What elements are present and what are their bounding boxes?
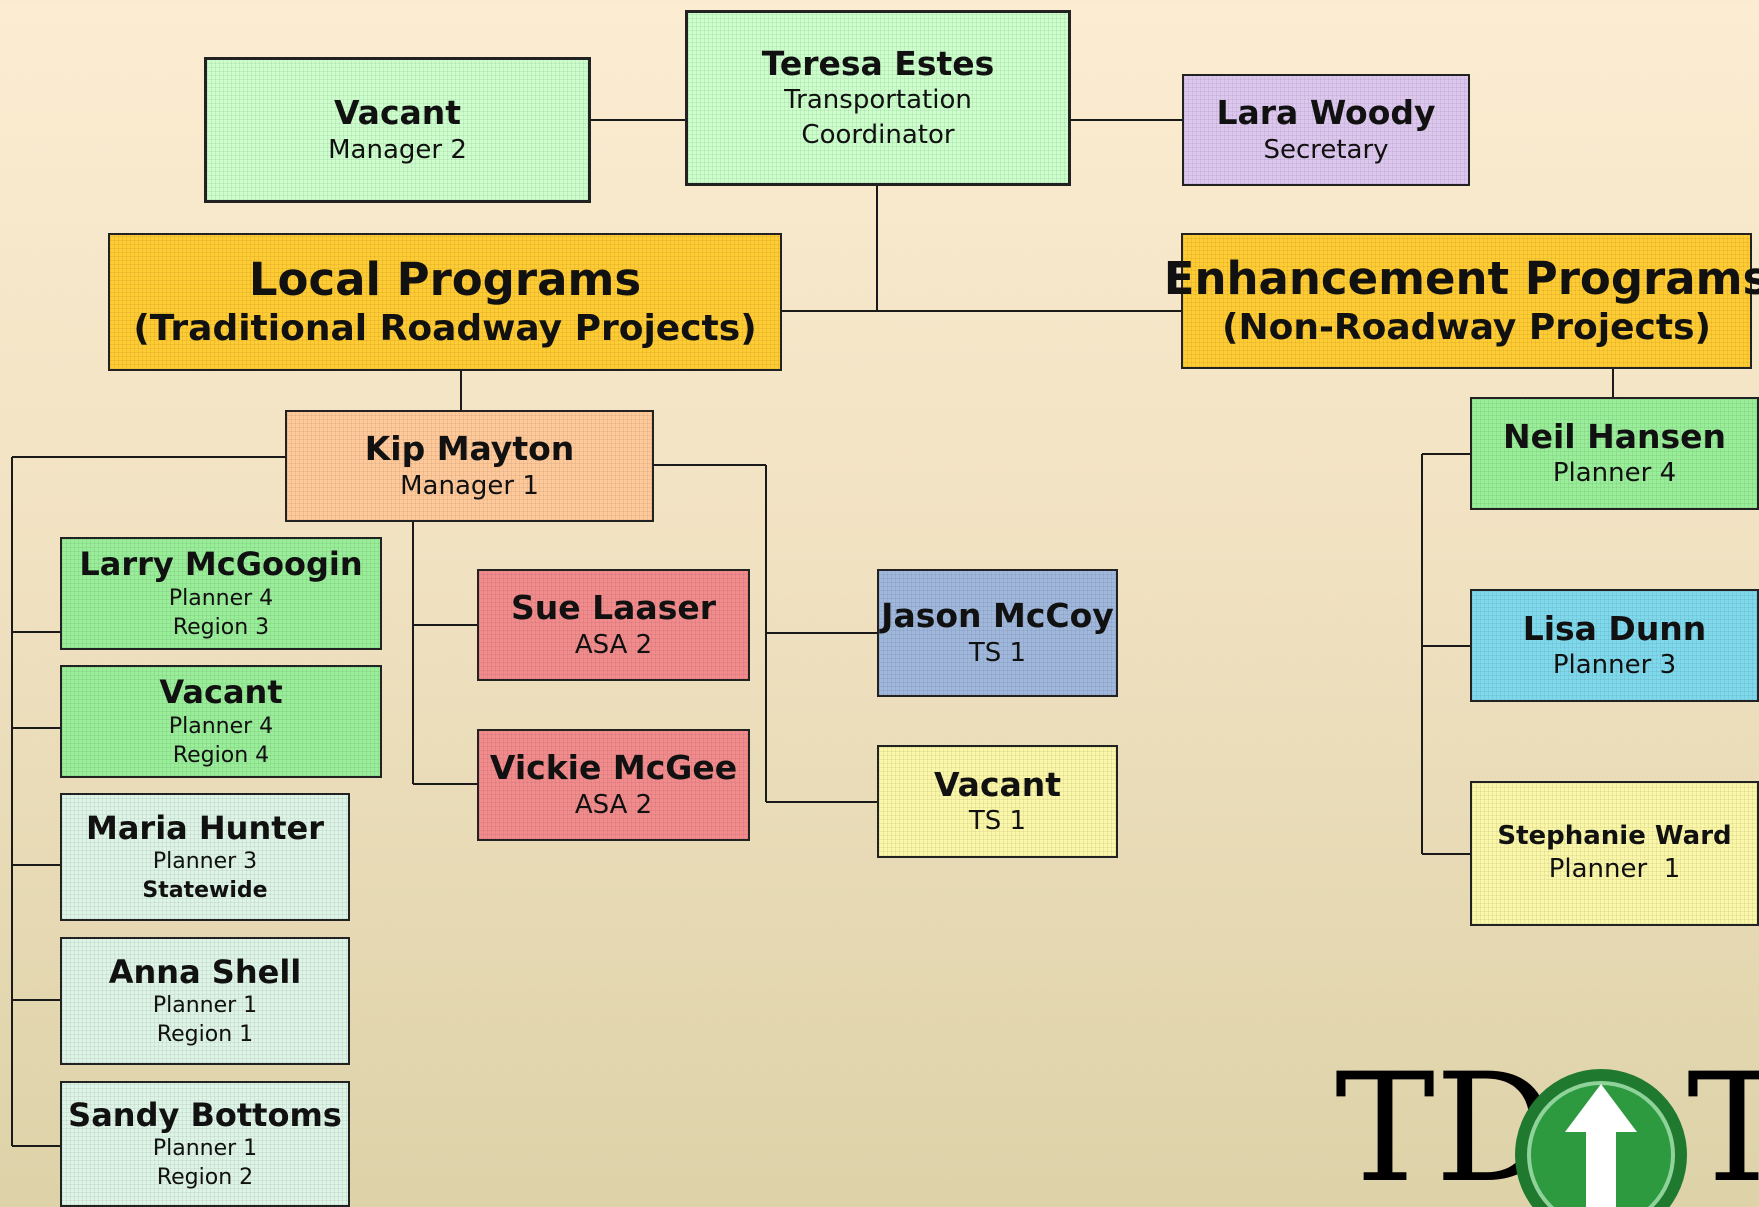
enhancement-staff-box-2: Lisa Dunn Planner 3 <box>1470 589 1759 702</box>
enhancement-programs-box: Enhancement Programs (Non-Roadway Projec… <box>1164 233 1759 369</box>
asa-name: Sue Laaser <box>511 588 716 628</box>
secretary-title: Secretary <box>1263 134 1389 165</box>
manager2-title: Manager 2 <box>328 134 467 165</box>
local-manager-title: Manager 1 <box>400 470 539 501</box>
ts-name: Jason McCoy <box>881 596 1114 636</box>
planner-name: Sandy Bottoms <box>68 1095 342 1134</box>
enhancement-staff-box-1: Neil Hansen Planner 4 <box>1470 397 1759 510</box>
planner-region: Region 2 <box>156 1165 254 1191</box>
asa-title: ASA 2 <box>574 789 653 820</box>
planner-name: Maria Hunter <box>85 808 325 847</box>
planner-region: Region 4 <box>172 742 270 768</box>
enhancement-programs-subtitle: (Non-Roadway Projects) <box>1222 307 1711 349</box>
planner-name: Anna Shell <box>108 952 302 991</box>
planner-box-4: Anna Shell Planner 1 Region 1 <box>60 937 350 1065</box>
staff-title: Planner 3 <box>1552 650 1677 681</box>
planner-box-3: Maria Hunter Planner 3 Statewide <box>60 793 350 921</box>
planner-title: Planner 1 <box>152 1136 258 1162</box>
ts-box-1: Jason McCoy TS 1 <box>877 569 1118 697</box>
local-programs-subtitle: (Traditional Roadway Projects) <box>133 308 757 350</box>
planner-title: Planner 4 <box>168 585 274 611</box>
tdot-logo: TD T <box>1335 1042 1759 1207</box>
planner-region: Region 1 <box>156 1022 254 1048</box>
staff-name: Neil Hansen <box>1502 416 1726 456</box>
ts-name: Vacant <box>933 764 1062 804</box>
planner-box-5: Sandy Bottoms Planner 1 Region 2 <box>60 1081 350 1207</box>
local-manager-name: Kip Mayton <box>364 429 575 469</box>
asa-title: ASA 2 <box>574 629 653 660</box>
planner-title: Planner 1 <box>152 993 258 1019</box>
staff-name: Lisa Dunn <box>1522 608 1707 648</box>
ts-box-2: Vacant TS 1 <box>877 745 1118 858</box>
planner-title: Planner 4 <box>168 713 274 739</box>
enhancement-programs-title: Enhancement Programs <box>1163 251 1759 305</box>
planner-name: Larry McGoogin <box>79 545 363 584</box>
manager2-name: Vacant <box>333 93 462 133</box>
asa-box-2: Vickie McGee ASA 2 <box>477 729 750 841</box>
director-box: Teresa Estes Transportation Coordinator <box>685 10 1071 186</box>
logo-text-right: T <box>1687 1042 1759 1207</box>
staff-name: Stephanie Ward <box>1497 820 1732 851</box>
ts-title: TS 1 <box>968 637 1027 668</box>
asa-box-1: Sue Laaser ASA 2 <box>477 569 750 681</box>
local-programs-title: Local Programs <box>248 252 642 306</box>
staff-title: Planner 1 <box>1548 853 1681 884</box>
planner-title: Planner 3 <box>152 849 258 875</box>
director-title-line2: Coordinator <box>801 119 955 150</box>
director-title-line1: Transportation <box>784 85 972 116</box>
staff-title: Planner 4 <box>1552 458 1677 489</box>
ts-title: TS 1 <box>968 806 1027 837</box>
planner-box-1: Larry McGoogin Planner 4 Region 3 <box>60 537 382 650</box>
planner-name: Vacant <box>159 673 283 712</box>
manager2-box: Vacant Manager 2 <box>204 57 591 203</box>
local-programs-box: Local Programs (Traditional Roadway Proj… <box>108 233 782 371</box>
up-arrow-icon <box>1515 1069 1687 1207</box>
secretary-name: Lara Woody <box>1216 93 1436 133</box>
local-manager-box: Kip Mayton Manager 1 <box>285 410 654 522</box>
director-name: Teresa Estes <box>761 43 995 83</box>
planner-box-2: Vacant Planner 4 Region 4 <box>60 665 382 778</box>
asa-name: Vickie McGee <box>489 748 738 788</box>
enhancement-staff-box-3: Stephanie Ward Planner 1 <box>1470 781 1759 926</box>
planner-region: Statewide <box>142 878 268 904</box>
secretary-box: Lara Woody Secretary <box>1182 74 1470 186</box>
planner-region: Region 3 <box>172 614 270 640</box>
